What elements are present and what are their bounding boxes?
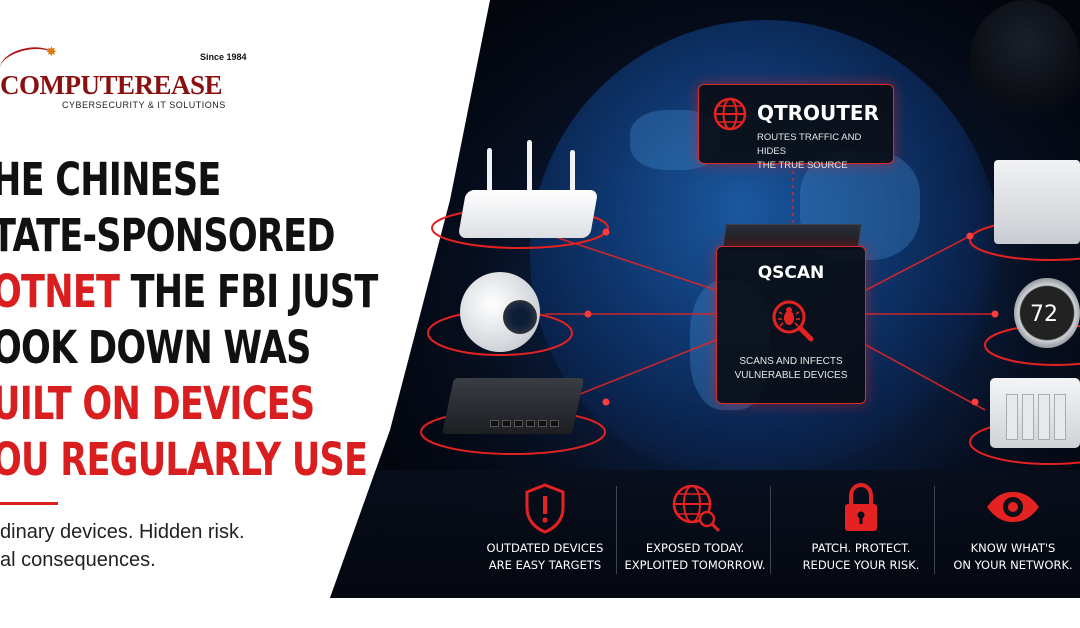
headline-line: OU REGULARLY USE xyxy=(0,433,368,486)
headline-line: HE CHINESE xyxy=(0,153,221,206)
qscan-title: QSCAN xyxy=(757,263,825,283)
network-switch-device xyxy=(442,378,584,434)
logo-tagline: CYBERSECURITY & IT SOLUTIONS xyxy=(62,100,226,110)
router-antenna xyxy=(527,140,532,198)
feature-text: KNOW WHAT'S ON YOUR NETWORK. xyxy=(953,541,1073,572)
qtrouter-panel: QTROUTER ROUTES TRAFFIC AND HIDES THE TR… xyxy=(698,84,894,171)
bottom-margin xyxy=(0,598,1080,628)
headline-line: OTNET THE FBI JUST xyxy=(0,264,378,320)
router-body xyxy=(457,190,599,238)
feature-item: EXPOSED TODAY. EXPLOITED TOMORROW. xyxy=(620,478,770,588)
features-row: OUTDATED DEVICES ARE EASY TARGETS EXPOSE… xyxy=(470,478,1080,588)
globe-search-icon xyxy=(672,484,720,532)
headline-line: UILT ON DEVICES xyxy=(0,377,315,430)
hooded-hacker-figure xyxy=(970,0,1080,120)
feature-text: EXPOSED TODAY. EXPLOITED TOMORROW. xyxy=(624,541,766,572)
headline-text: THE FBI JUST xyxy=(119,265,379,318)
nas-storage-device xyxy=(990,378,1080,448)
thermostat-value: 72 xyxy=(1030,302,1058,327)
subheadline-line: dinary devices. Hidden risk. xyxy=(0,521,245,543)
padlock-icon xyxy=(845,482,877,531)
feature-text: PATCH. PROTECT. REDUCE YOUR RISK. xyxy=(802,541,920,572)
thermostat-device xyxy=(1014,278,1080,348)
headline-line: TATE-SPONSORED xyxy=(0,209,335,262)
logo-since-text: Since 1984 xyxy=(200,52,247,62)
router-antenna xyxy=(570,150,575,202)
headline: HE CHINESE TATE-SPONSORED OTNET THE FBI … xyxy=(0,152,400,488)
qscan-panel: QSCAN SCANS AND INFECTS VULNERABLE DEVIC… xyxy=(716,246,866,404)
feature-text: OUTDATED DEVICES ARE EASY TARGETS xyxy=(486,541,604,572)
qtrouter-description: ROUTES TRAFFIC AND HIDES THE TRUE SOURCE xyxy=(757,132,862,171)
feature-item: KNOW WHAT'S ON YOUR NETWORK. xyxy=(938,478,1080,588)
logo-name: COMPUTEREASE xyxy=(0,70,223,100)
star-icon: ✸ xyxy=(46,44,57,59)
camera-lens xyxy=(503,300,537,334)
printer-device xyxy=(994,160,1080,244)
qscan-description: SCANS AND INFECTS VULNERABLE DEVICES xyxy=(734,356,848,381)
globe-icon xyxy=(713,97,747,131)
eye-icon xyxy=(987,492,1039,522)
headline-line: OOK DOWN WAS xyxy=(0,321,311,374)
accent-divider xyxy=(0,502,58,505)
subheadline: dinary devices. Hidden risk. al conseque… xyxy=(0,518,245,574)
feature-item: PATCH. PROTECT. REDUCE YOUR RISK. xyxy=(786,478,936,588)
feature-divider xyxy=(770,486,771,574)
router-antenna xyxy=(487,148,492,204)
feature-item: OUTDATED DEVICES ARE EASY TARGETS xyxy=(470,478,620,588)
company-logo: ✸ Since 1984 COMPUTEREASE CYBERSECURITY … xyxy=(0,30,374,130)
qtrouter-title: QTROUTER xyxy=(757,101,879,125)
feature-divider xyxy=(616,486,617,574)
bug-magnifier-icon xyxy=(772,300,814,342)
feature-divider xyxy=(934,486,935,574)
subheadline-line: al consequences. xyxy=(0,549,156,571)
warning-shield-icon xyxy=(525,483,565,534)
headline-highlight: OTNET xyxy=(0,265,120,318)
